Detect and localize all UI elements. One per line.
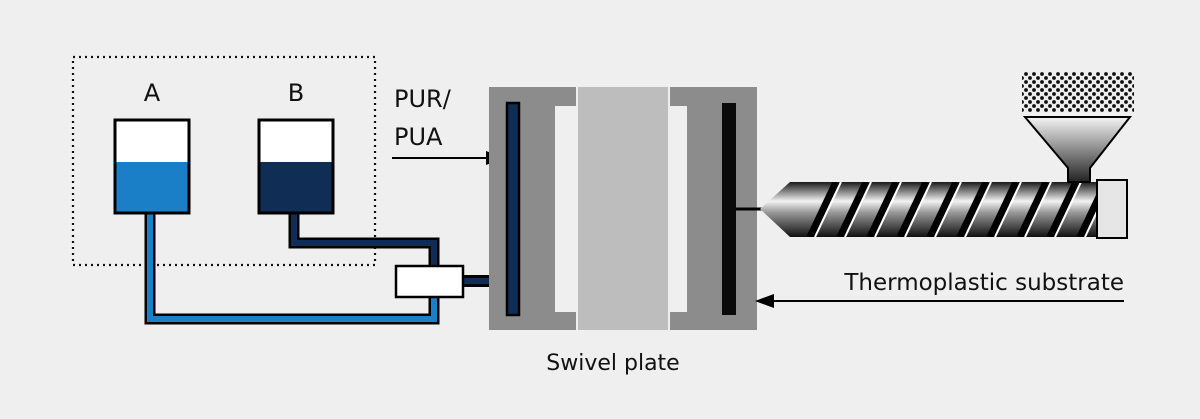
pipe-a xyxy=(144,213,440,325)
swivel-plate xyxy=(578,87,668,330)
granules xyxy=(1022,72,1134,112)
injection-screw-icon xyxy=(760,179,1128,239)
pipe-b xyxy=(288,213,440,268)
coating-platen xyxy=(505,101,521,317)
coating-label: PUR/ PUA xyxy=(394,85,458,151)
substrate-platen xyxy=(722,103,736,315)
tank-enclosure xyxy=(71,55,377,267)
hopper-icon xyxy=(1022,72,1134,183)
tank-a-label: A xyxy=(144,79,161,107)
tank-b-label: B xyxy=(288,79,304,107)
substrate-label: Thermoplastic substrate xyxy=(843,270,1124,296)
tank-b-icon xyxy=(257,118,335,215)
mold-assembly xyxy=(489,87,757,330)
substrate-arrow xyxy=(755,294,1124,308)
mixing-head-icon xyxy=(394,264,465,299)
tank-a-icon xyxy=(113,118,191,215)
swivel-plate-label: Swivel plate xyxy=(546,351,679,376)
